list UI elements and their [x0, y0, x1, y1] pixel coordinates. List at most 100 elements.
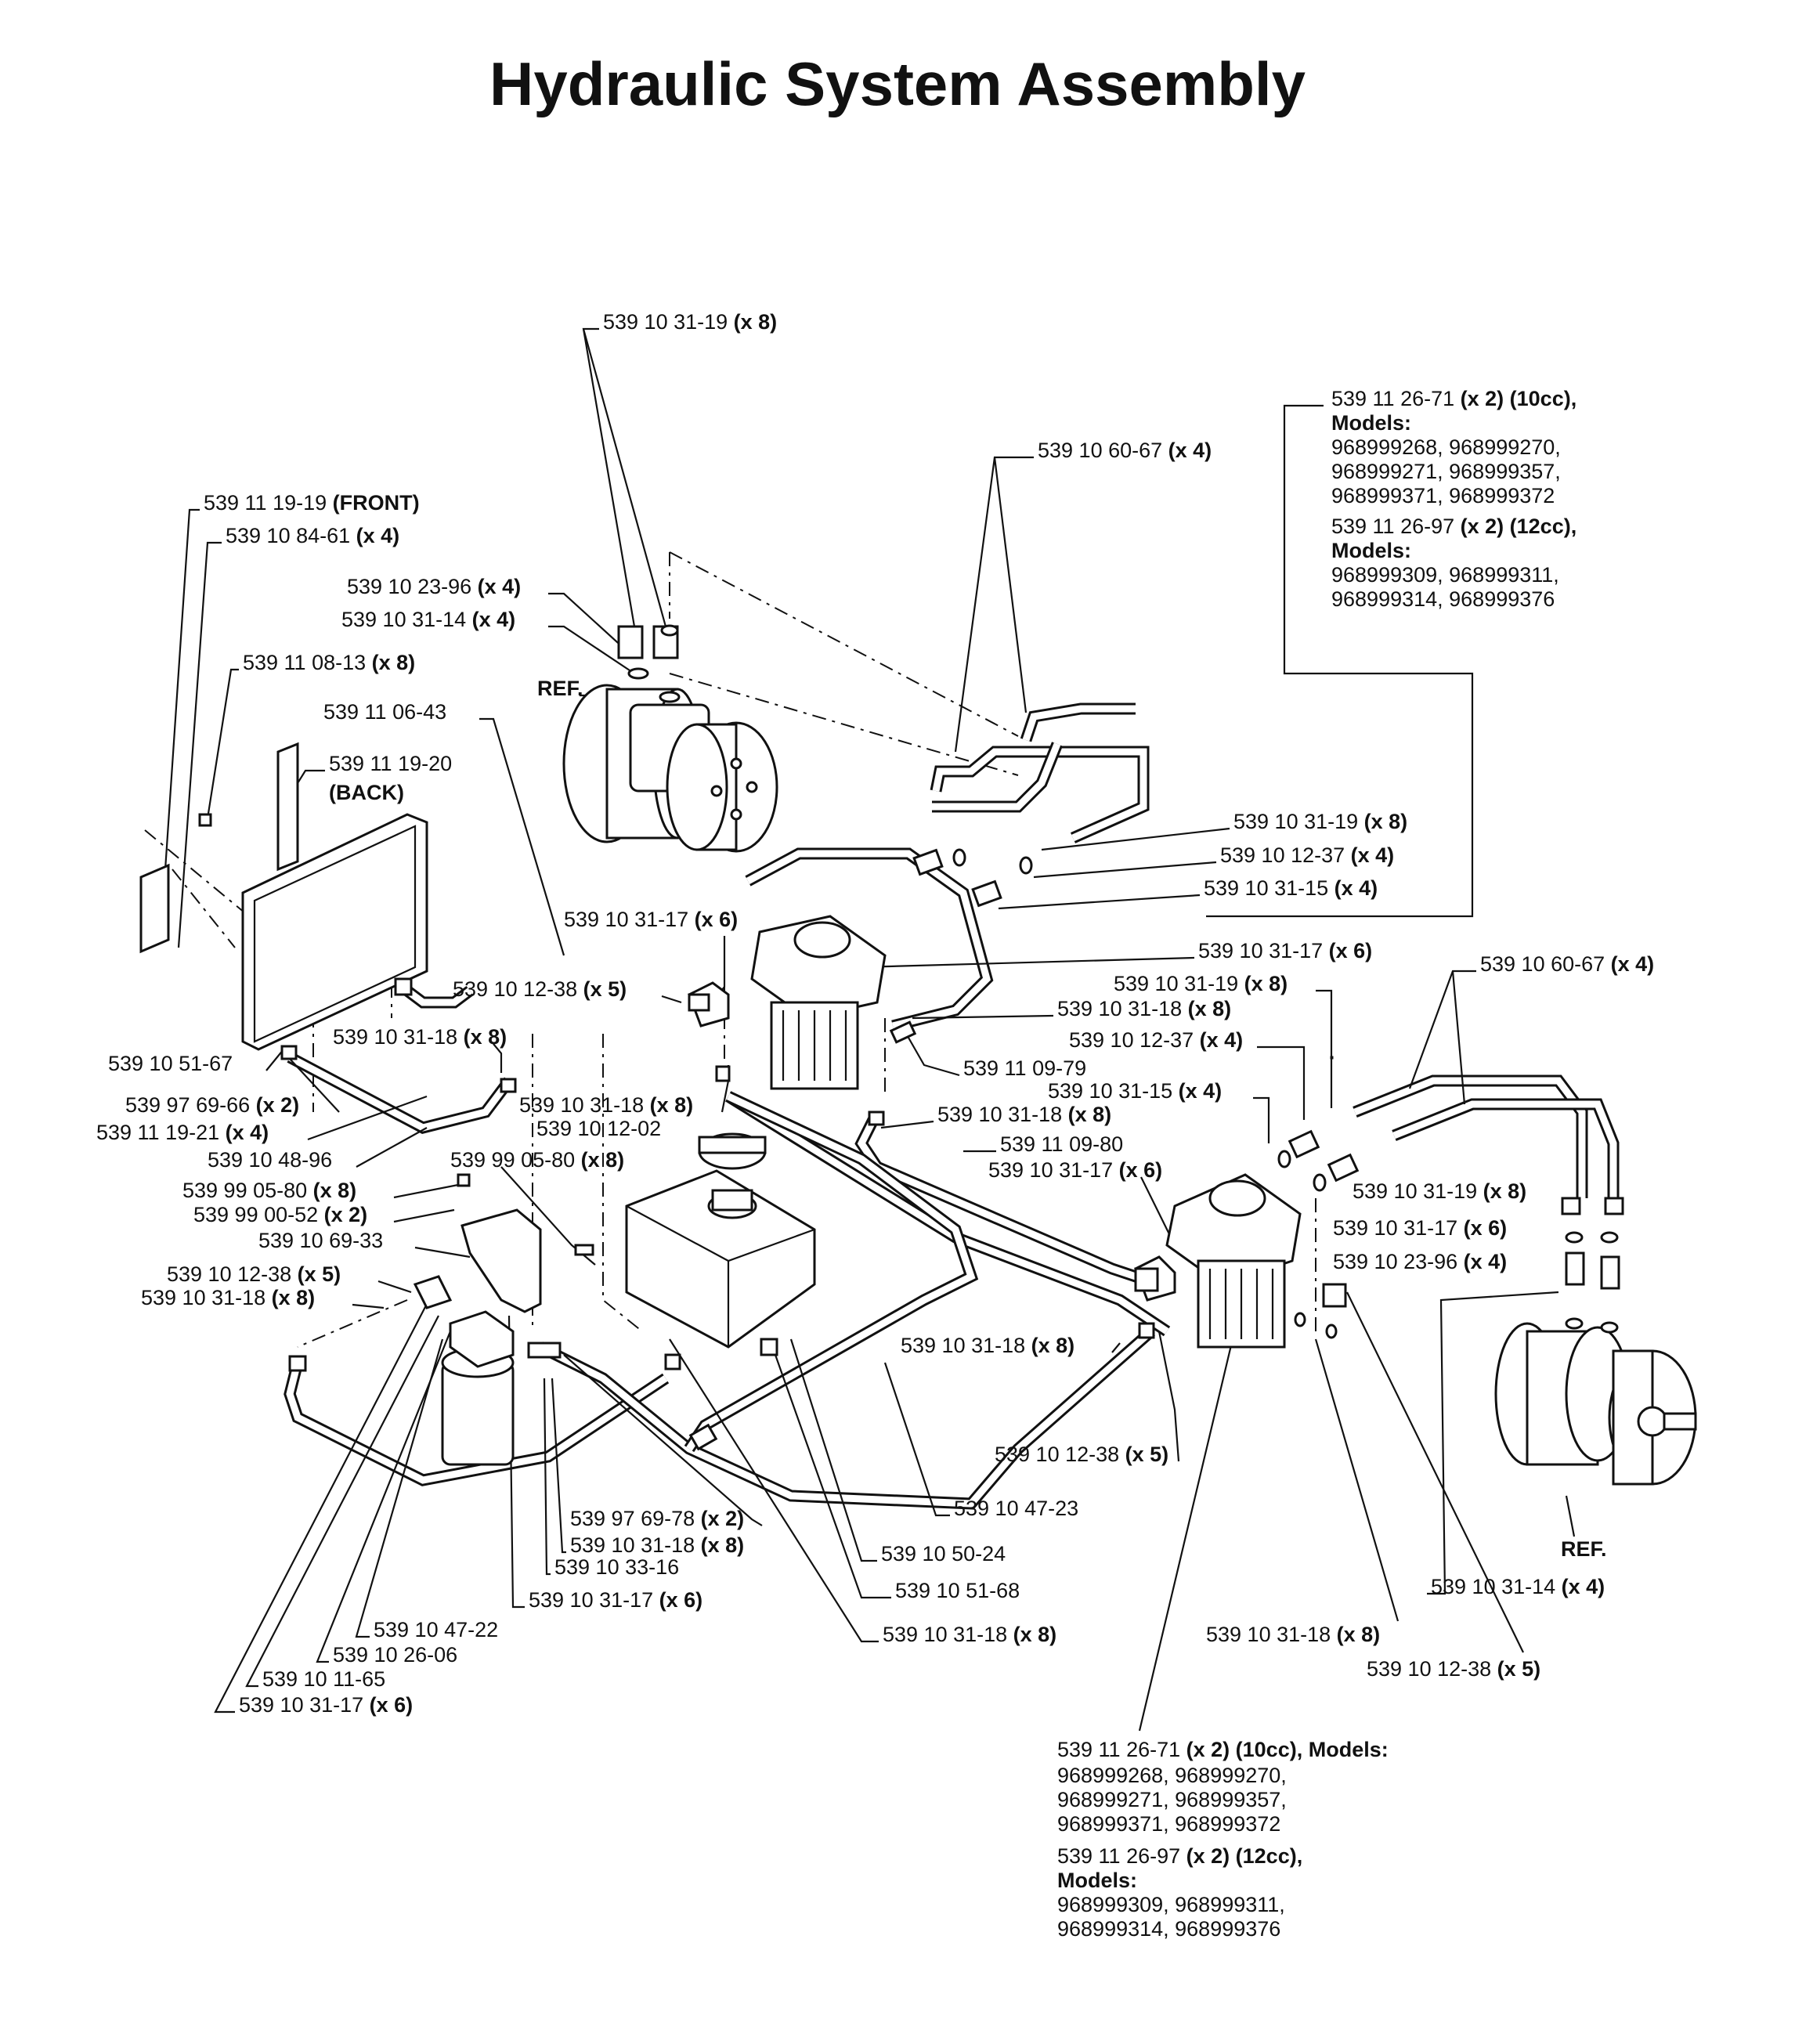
callout-l60: 539 10 31-14 (x 4) [1431, 1575, 1605, 1598]
callout-l71-part: 968999268, 968999270, [1057, 1764, 1287, 1787]
callout-l42: 539 99 05-80 (x 8) [450, 1148, 624, 1172]
callout-l29: 539 10 31-18 (x 8) [1057, 997, 1231, 1020]
callout-l60-part: (x 4) [1562, 1575, 1605, 1598]
callout-l57-part: 539 10 31-18 [570, 1533, 701, 1557]
callout-l20-part: (BACK) [329, 781, 404, 804]
callout-l31-part: (x 4) [1200, 1028, 1244, 1052]
callout-l02: 539 10 60-67 (x 4) [1038, 439, 1212, 462]
callout-l76: 968999309, 968999311, [1057, 1893, 1285, 1916]
callout-l70: 539 11 26-71 (x 2) (10cc), Models: [1057, 1738, 1389, 1761]
callout-l60-part: 539 10 31-14 [1431, 1575, 1562, 1598]
callout-l35-part: 539 97 69-66 [125, 1093, 256, 1117]
callout-l72: 968999271, 968999357, [1057, 1788, 1287, 1811]
callout-l47-part: (x 6) [1464, 1216, 1508, 1240]
callout-l43-part: 539 10 31-17 [988, 1158, 1119, 1182]
callout-l17: REF. [537, 677, 583, 700]
callout-l51-part: (x 8) [272, 1286, 316, 1309]
callout-labels: 539 10 31-19 (x 8) 539 10 60-67 (x 4) 539 … [96, 310, 1654, 1941]
callout-l67-part: (x 5) [1497, 1657, 1541, 1681]
callout-l55-part: 539 97 69-78 [570, 1507, 701, 1530]
callout-l15: 539 10 31-14 (x 4) [341, 608, 515, 631]
callout-l09: Models: [1331, 539, 1411, 562]
callout-l72-part: 968999271, 968999357, [1057, 1788, 1287, 1811]
callout-l75-part: Models: [1057, 1869, 1137, 1892]
callout-l27: 539 10 12-38 (x 5) [453, 977, 627, 1001]
callout-l57: 539 10 31-18 (x 8) [570, 1533, 744, 1557]
callout-l51: 539 10 31-18 (x 8) [141, 1286, 315, 1309]
callout-l43-part: (x 6) [1119, 1158, 1163, 1182]
callout-l22: 539 10 12-37 (x 4) [1220, 843, 1394, 867]
callout-l42-part: (x 8) [581, 1148, 625, 1172]
callout-l52: 539 10 31-18 (x 8) [901, 1334, 1074, 1357]
callout-l24-part: 539 10 31-17 [564, 908, 695, 931]
callout-l54: 539 10 47-23 [954, 1497, 1078, 1520]
callout-l40-part: 539 11 09-80 [1000, 1132, 1123, 1156]
callout-l42-part: 539 99 05-80 [450, 1148, 581, 1172]
callout-l64-part: 539 10 31-18 [1206, 1623, 1337, 1646]
callout-l16: 539 11 08-13 (x 8) [243, 651, 415, 674]
callout-l28-part: 539 10 31-19 [1114, 972, 1244, 995]
callout-l34-part: (x 4) [1179, 1079, 1223, 1103]
callout-l05: 968999268, 968999270, [1331, 435, 1561, 459]
callout-l44: 539 99 05-80 (x 8) [182, 1179, 356, 1202]
callout-l70-part: 539 11 26-71 [1057, 1738, 1186, 1761]
lower-wheel-motor [1494, 1251, 1697, 1486]
callout-l36: 539 10 31-18 (x 8) [519, 1093, 693, 1117]
callout-l19: 539 11 19-20 [329, 752, 452, 775]
callout-l59-part: 539 10 33-16 [554, 1555, 679, 1579]
callout-l18: 539 11 06-43 [323, 700, 446, 724]
callout-l15-part: 539 10 31-14 [341, 608, 472, 631]
callout-l02-part: (x 4) [1168, 439, 1212, 462]
callout-l16-part: 539 11 08-13 [243, 651, 372, 674]
callout-l23: 539 10 31-15 (x 4) [1204, 876, 1378, 900]
callout-l58: 539 10 50-24 [881, 1542, 1006, 1566]
callout-l25-part: 539 10 31-17 [1198, 939, 1329, 962]
callout-l63-part: 539 10 31-18 [883, 1623, 1013, 1646]
callout-l56: REF. [1561, 1537, 1607, 1561]
callout-l31-part: 539 10 12-37 [1069, 1028, 1200, 1052]
callout-l12-part: 539 11 19-19 [204, 491, 333, 515]
callout-l52-part: (x 8) [1031, 1334, 1075, 1357]
callout-l64-part: (x 8) [1337, 1623, 1381, 1646]
lower-pump [1134, 1173, 1302, 1349]
callout-l46: 539 99 00-52 (x 2) [193, 1203, 367, 1226]
callout-l66: 539 10 26-06 [333, 1643, 457, 1667]
callout-l44-part: 539 99 05-80 [182, 1179, 313, 1202]
callout-l35-part: (x 2) [256, 1093, 300, 1117]
callout-l67-part: 539 10 12-38 [1367, 1657, 1497, 1681]
callout-l13: 539 10 84-61 (x 4) [226, 524, 399, 547]
callout-l08-part: 539 11 26-97 [1331, 515, 1461, 538]
callout-l01: 539 10 31-19 (x 8) [603, 310, 777, 334]
callout-l62: 539 10 31-17 (x 6) [529, 1588, 702, 1612]
callout-l12-part: (FRONT) [333, 491, 420, 515]
callout-l69: 539 10 31-17 (x 6) [239, 1693, 413, 1717]
callout-l23-part: (x 4) [1335, 876, 1378, 900]
callout-l68: 539 10 11-65 [262, 1667, 385, 1691]
callout-l50-part: 539 10 12-38 [167, 1262, 298, 1286]
callout-l10: 968999309, 968999311, [1331, 563, 1559, 587]
callout-l21-part: (x 8) [1364, 810, 1408, 833]
callout-l37-part: (x 8) [1068, 1103, 1112, 1126]
upper-pump [688, 915, 887, 1090]
callout-l30-part: 539 10 31-18 [333, 1025, 464, 1049]
callout-l34-part: 539 10 31-15 [1048, 1079, 1179, 1103]
callout-l24: 539 10 31-17 (x 6) [564, 908, 738, 931]
callout-l25-part: (x 6) [1329, 939, 1373, 962]
callout-l28: 539 10 31-19 (x 8) [1114, 972, 1288, 995]
callout-l50-part: (x 5) [298, 1262, 341, 1286]
callout-l36-part: 539 10 31-18 [519, 1093, 650, 1117]
callout-l56-part: REF. [1561, 1537, 1607, 1561]
callout-l13-part: (x 4) [356, 524, 400, 547]
callout-l26: 539 10 60-67 (x 4) [1480, 952, 1654, 976]
callout-l21: 539 10 31-19 (x 8) [1233, 810, 1407, 833]
leader-lines [161, 327, 1576, 1732]
callout-l48-part: 539 10 69-33 [258, 1229, 383, 1252]
callout-l73: 968999371, 968999372 [1057, 1812, 1280, 1836]
callout-l46-part: (x 2) [324, 1203, 368, 1226]
callout-l62-part: (x 6) [659, 1588, 703, 1612]
callout-l06: 968999271, 968999357, [1331, 460, 1561, 483]
callout-l25: 539 10 31-17 (x 6) [1198, 939, 1372, 962]
hydraulic-tubes [284, 702, 1620, 1510]
callout-l43: 539 10 31-17 (x 6) [988, 1158, 1162, 1182]
